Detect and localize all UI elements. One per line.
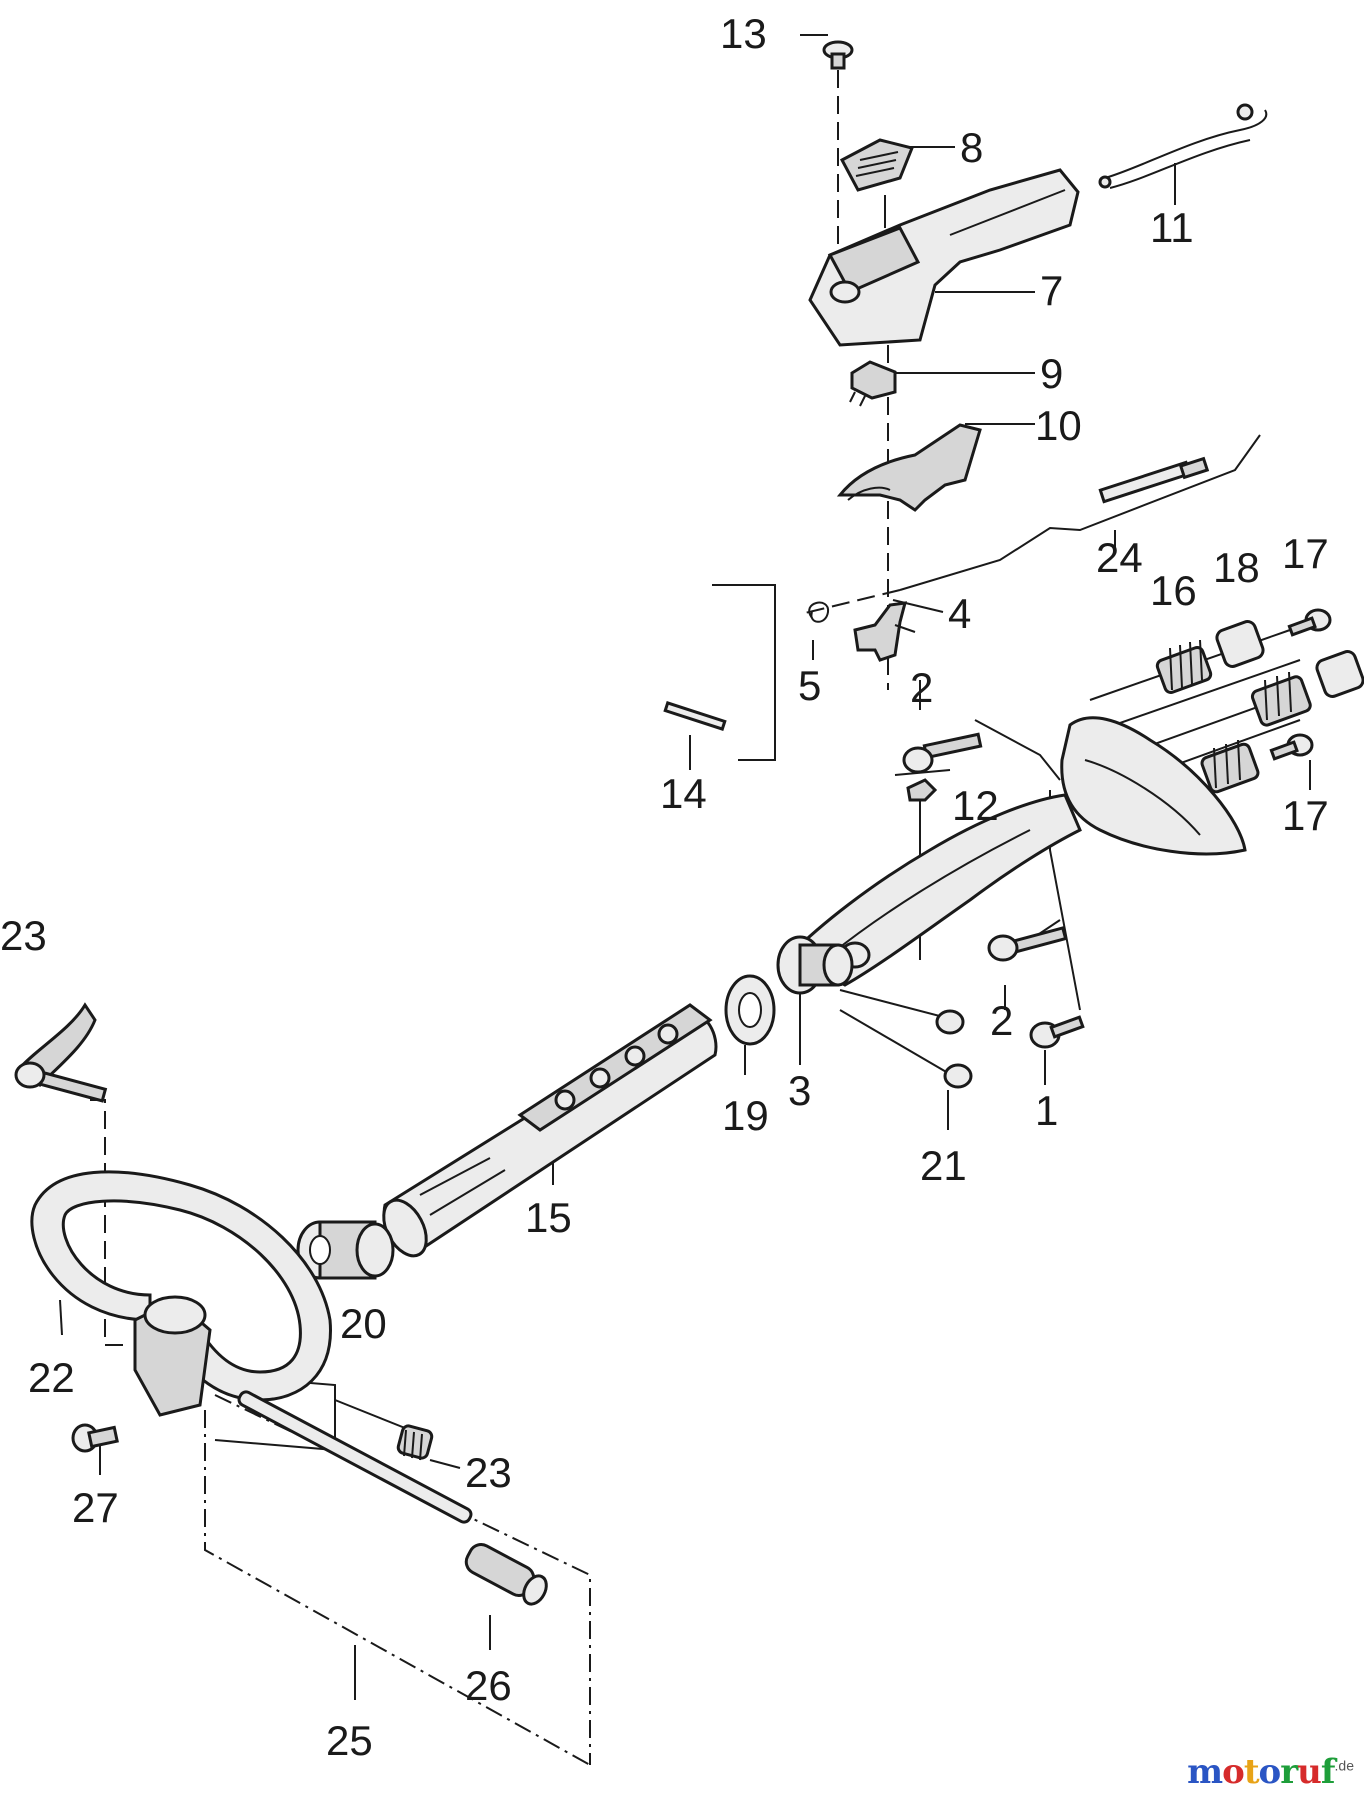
part-23-handle-clamp-bolt [14, 1002, 108, 1103]
label-14: 14 [660, 770, 707, 817]
watermark-suffix: .de [1334, 1757, 1354, 1774]
part-housing-engine-mount [1060, 716, 1247, 856]
label-2-lower: 2 [990, 997, 1013, 1044]
part-2-screw-upper [902, 732, 983, 774]
part-20-bushing [296, 1220, 395, 1280]
label-13: 13 [720, 10, 767, 57]
part-7-throttle-housing [808, 168, 1080, 347]
watermark-letter: f [1320, 1752, 1336, 1792]
part-15-tube [382, 1003, 718, 1258]
watermark-letter: o [1222, 1752, 1245, 1792]
part-22-loop-handle [30, 1170, 332, 1417]
part-23-nut [396, 1424, 434, 1461]
part-4-lever [853, 601, 916, 662]
label-25: 25 [326, 1717, 373, 1764]
part-3-clamp [776, 935, 854, 995]
part-8-switch-cover [839, 138, 915, 192]
part-2-screw-lower [987, 926, 1068, 962]
label-9: 9 [1040, 350, 1063, 397]
watermark-letter: u [1297, 1752, 1322, 1792]
label-11: 11 [1150, 204, 1194, 251]
part-27-plug [71, 1423, 119, 1453]
watermark-text: motoruf [1187, 1752, 1336, 1792]
label-16: 16 [1150, 567, 1197, 614]
label-3: 3 [788, 1067, 811, 1114]
label-22: 22 [28, 1354, 75, 1401]
part-17-screws [1269, 608, 1332, 761]
part-13-screw [822, 40, 854, 70]
label-7: 7 [1040, 267, 1063, 314]
part-12-nut [906, 778, 938, 802]
label-17-lower: 17 [1282, 792, 1329, 839]
label-23-upper: 23 [0, 912, 47, 959]
label-18: 18 [1213, 544, 1260, 591]
part-11-wire [1098, 103, 1268, 189]
watermark-logo: motoruf.de [1187, 1752, 1354, 1792]
part-1-screw [1029, 1015, 1085, 1049]
label-21: 21 [920, 1142, 967, 1189]
watermark-letter: t [1243, 1752, 1260, 1792]
part-14-pin [663, 701, 727, 731]
label-24: 24 [1096, 534, 1143, 581]
label-10: 10 [1035, 402, 1082, 449]
watermark-letter: m [1187, 1752, 1223, 1792]
label-27: 27 [72, 1484, 119, 1531]
part-21-screws [935, 1009, 973, 1089]
label-8: 8 [960, 124, 983, 171]
part-10-throttle-trigger [836, 423, 982, 512]
label-12: 12 [952, 782, 999, 829]
part-19-washer [724, 974, 776, 1046]
part-25-rod [237, 1390, 473, 1524]
part-24-cable [1098, 456, 1210, 504]
part-5-clip [808, 601, 830, 623]
watermark-letter: o [1258, 1752, 1282, 1792]
label-2-upper: 2 [910, 664, 933, 711]
label-19: 19 [722, 1092, 769, 1139]
part-16-spring-set [1155, 639, 1312, 794]
label-5: 5 [798, 662, 821, 709]
leader-lines [59, 34, 1311, 1766]
label-17-upper: 17 [1282, 530, 1329, 577]
label-26: 26 [465, 1662, 512, 1709]
part-18-damper [1215, 620, 1364, 698]
part-9-switch [849, 360, 897, 407]
label-20: 20 [340, 1300, 387, 1347]
part-26-sleeve [464, 1543, 548, 1606]
label-4: 4 [948, 590, 971, 637]
label-15: 15 [525, 1194, 572, 1241]
label-23-lower: 23 [465, 1449, 512, 1496]
callout-labels: 13 8 11 7 9 10 24 16 18 17 4 5 2 14 12 1… [0, 10, 1329, 1764]
watermark-letter: r [1280, 1752, 1298, 1792]
label-1: 1 [1035, 1087, 1058, 1134]
